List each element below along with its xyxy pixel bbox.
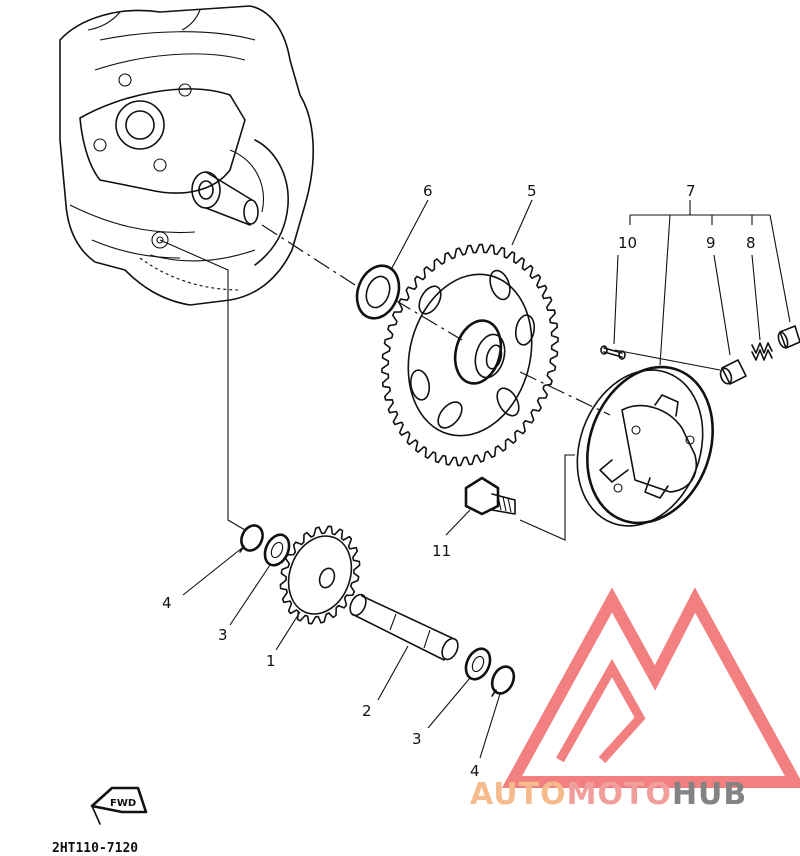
automotohub-watermark: AUTOMOTOHUB <box>470 587 800 812</box>
label-part-10: 10 <box>618 234 637 252</box>
part-4-circlip-lower <box>490 665 516 697</box>
label-part-3-lower: 3 <box>412 730 422 748</box>
watermark-logo-icon <box>501 587 800 788</box>
part-labels: 6 5 7 10 9 8 11 4 3 1 2 3 4 <box>162 182 756 780</box>
label-part-7: 7 <box>686 182 696 200</box>
crankcase-housing <box>59 5 314 306</box>
fwd-arrow-badge: FWD <box>90 786 148 825</box>
part-8-spring <box>751 342 773 361</box>
part-2-shaft <box>349 593 459 661</box>
fwd-label: FWD <box>110 798 136 809</box>
assembly-centerlines <box>159 224 721 541</box>
label-part-8: 8 <box>746 234 756 252</box>
label-part-6: 6 <box>423 182 433 200</box>
label-part-11: 11 <box>432 542 451 560</box>
part-11-bolt <box>464 476 516 516</box>
crankcase-shaft-boss <box>191 171 259 226</box>
watermark-logo-inner <box>556 658 646 764</box>
part-6-washer <box>355 264 401 320</box>
part-4-circlip-upper <box>239 524 264 553</box>
part-3-washer-lower <box>464 647 492 681</box>
label-part-9: 9 <box>706 234 716 252</box>
leader-lines <box>182 199 791 759</box>
part-8-plunger-cap <box>777 325 800 349</box>
label-part-1: 1 <box>266 652 276 670</box>
part-9-roller <box>719 359 747 385</box>
label-part-4-upper: 4 <box>162 594 172 612</box>
label-part-5: 5 <box>527 182 537 200</box>
watermark-text: AUTOMOTOHUB <box>470 777 747 812</box>
drawing-code: 2HT110-7120 <box>52 841 138 856</box>
label-part-2: 2 <box>362 702 372 720</box>
part-7-starter-clutch <box>576 365 714 527</box>
part-5-idler-gear <box>381 243 559 467</box>
part-1-small-gear <box>279 525 361 625</box>
part-10-pin <box>600 345 626 360</box>
label-part-3-upper: 3 <box>218 626 228 644</box>
label-part-4-lower: 4 <box>470 762 480 780</box>
